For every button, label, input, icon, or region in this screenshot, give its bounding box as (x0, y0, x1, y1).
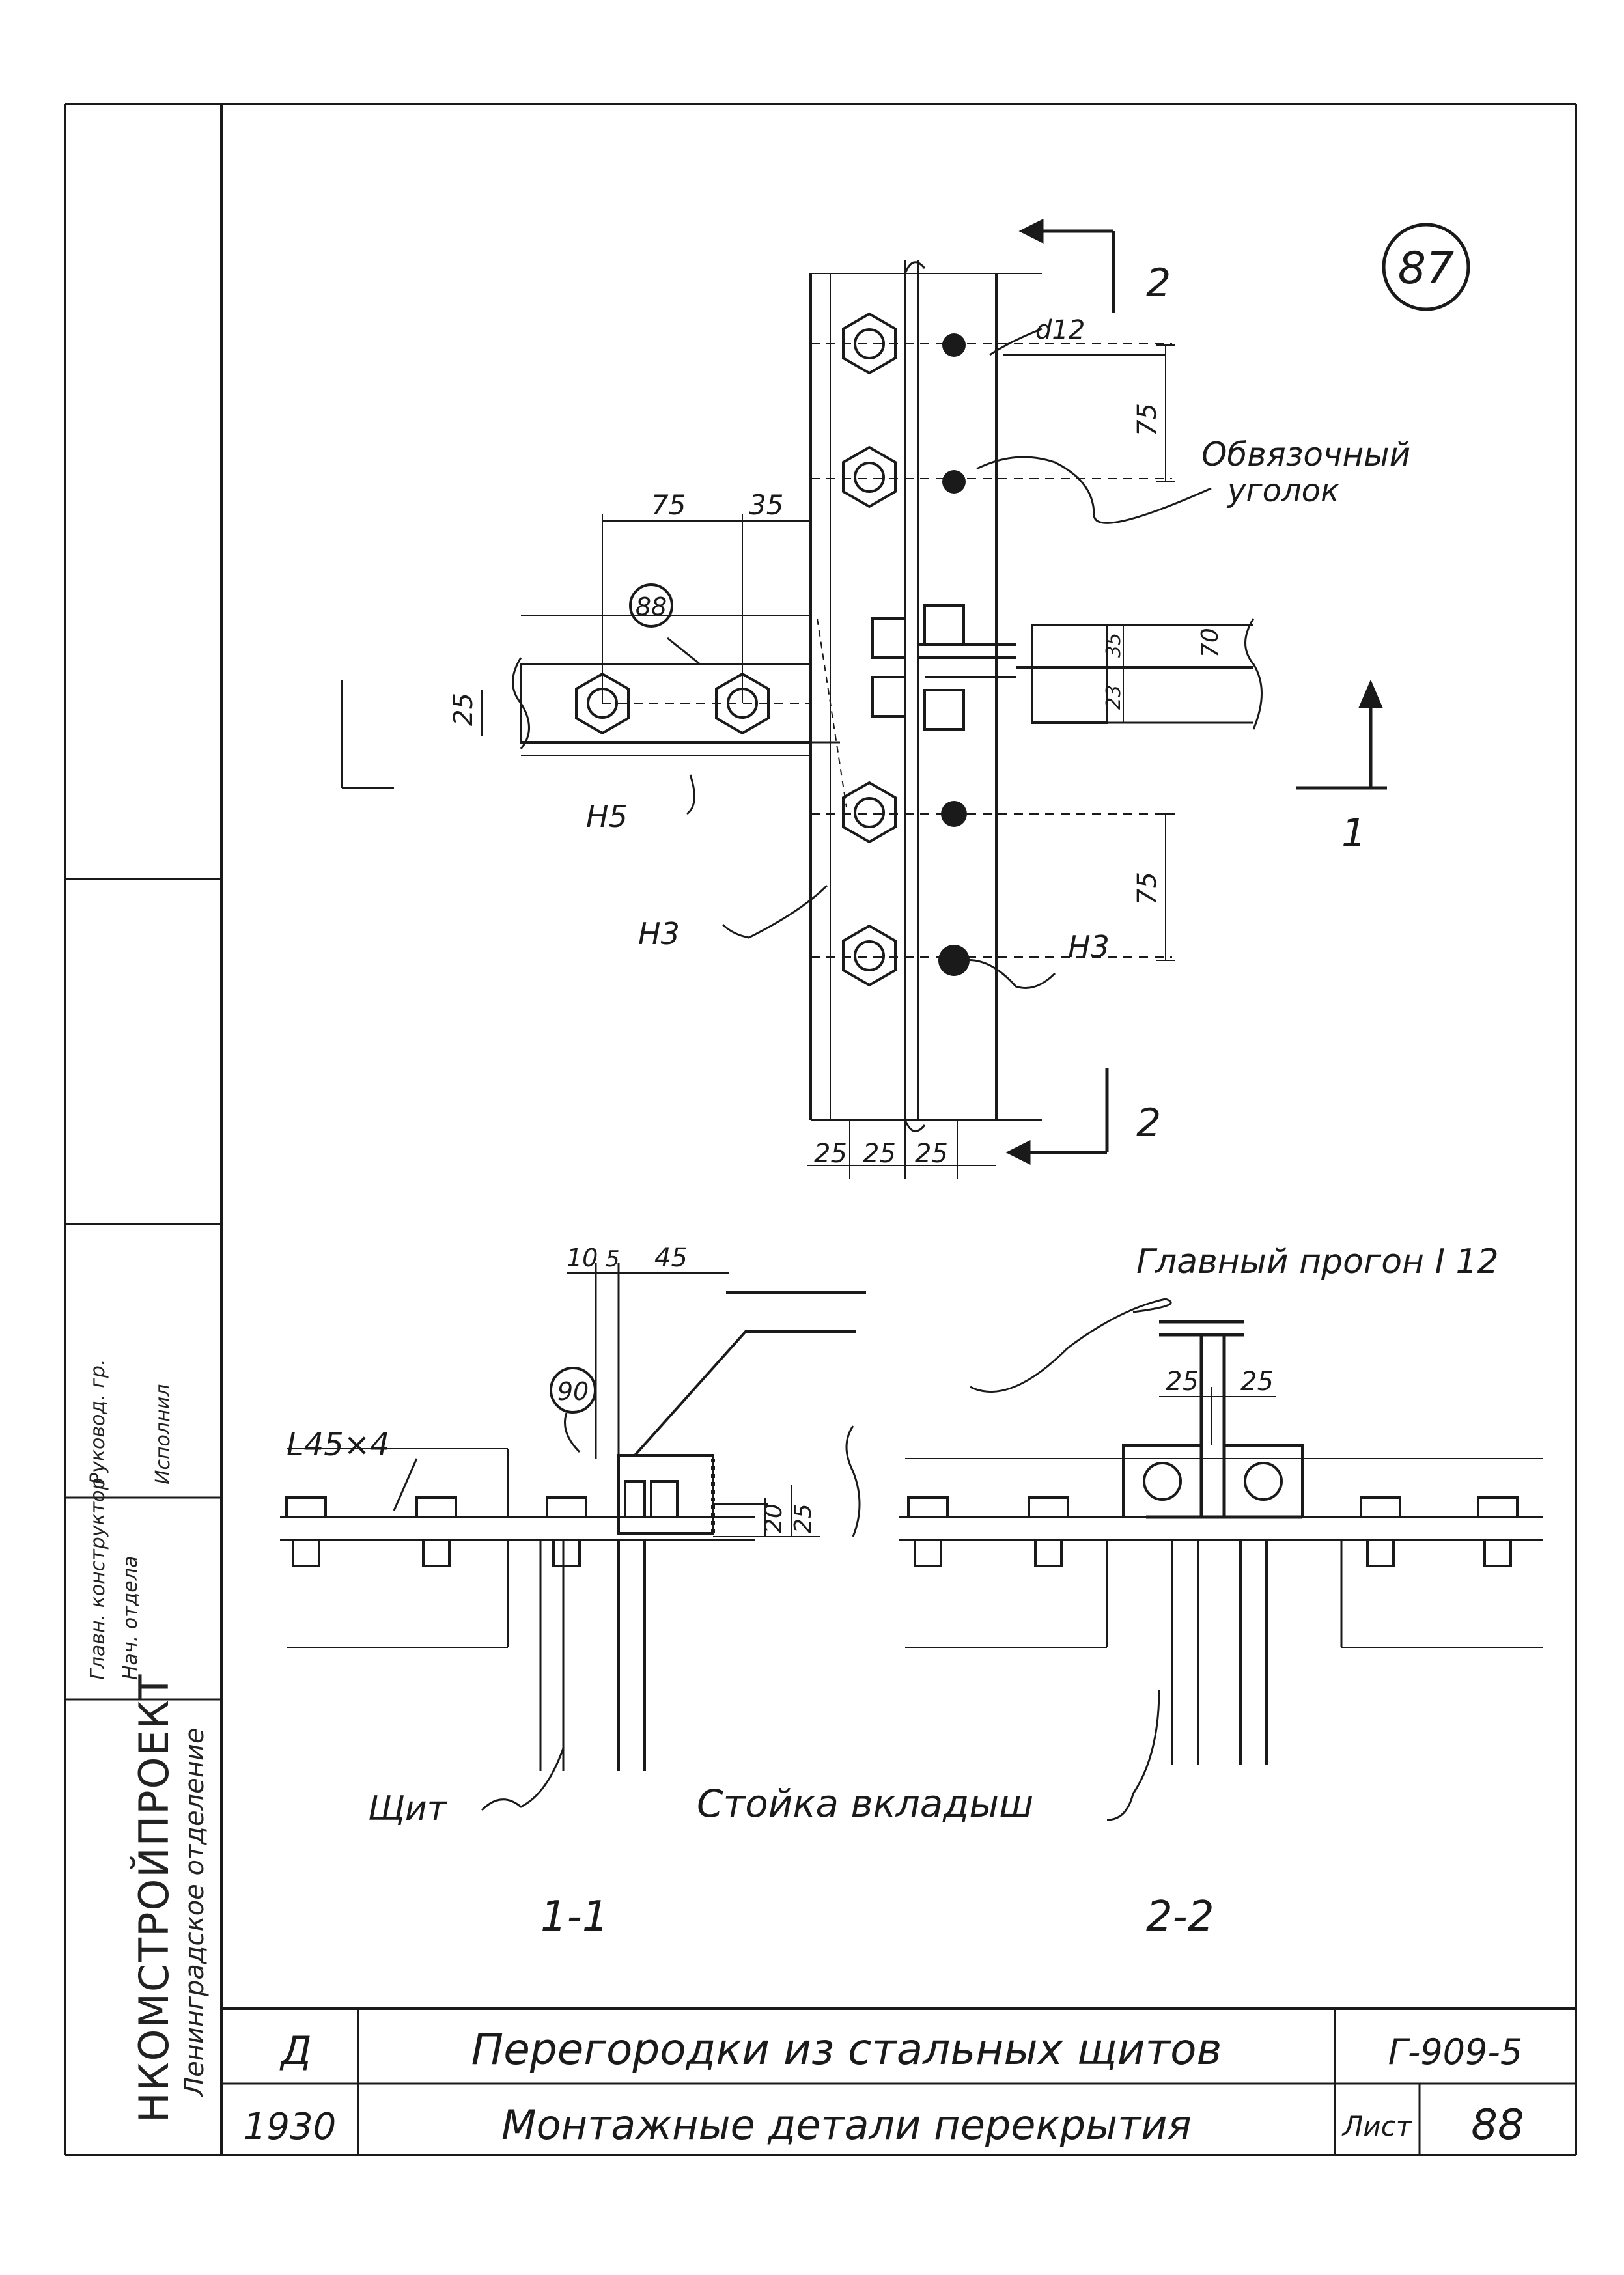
label-ugolok: уголок (1226, 473, 1339, 509)
rivet-column (938, 333, 970, 976)
section-2-top-label: 2 (1146, 260, 1171, 306)
dim-75-left: 75 (651, 489, 686, 521)
title-line2: Монтажные детали перекрытия (501, 2101, 1192, 2149)
caption-2-2: 2-2 (1146, 1893, 1214, 1941)
stamp-line1: Главн. конструктор (87, 1478, 109, 1681)
label-stoyka: Стойка вкладыш (697, 1781, 1033, 1826)
title-sheet-label: Лист (1341, 2110, 1413, 2142)
dim-23: 23 (1102, 685, 1125, 710)
plan-labels: 87 2 2 1 d12 75 75 75 35 70 35 23 25 25 … (449, 223, 1470, 1169)
dim-75-top: 75 (1132, 403, 1162, 436)
callout-88: 88 (636, 593, 667, 621)
label-glavny-progon: Главный прогон I 12 (1136, 1242, 1499, 1281)
dim-75-bottom: 75 (1132, 872, 1162, 905)
stamp-org: НКОМСТРОЙПРОЕКТ (130, 1673, 178, 2123)
dim-d12: d12 (1035, 315, 1085, 345)
title-stage: Д (279, 2028, 312, 2074)
label-h5: Н5 (586, 799, 628, 834)
label-h3-right: Н3 (1068, 929, 1110, 964)
approval-stamp: НКОМСТРОЙПРОЕКТ Ленинградское отделение … (65, 878, 221, 2123)
title-doc-code: Г-909-5 (1388, 2031, 1522, 2073)
dim-25-sec: 25 (790, 1503, 817, 1533)
dim-25-a: 25 (814, 1139, 847, 1169)
callout-90: 90 (557, 1377, 589, 1406)
junction-bolts (871, 604, 1016, 731)
stamp-line3: Руковод. гр. (87, 1359, 109, 1485)
callout-88-circle (629, 583, 673, 628)
section-2-bolts (907, 1496, 1519, 1567)
dim-5: 5 (606, 1246, 620, 1272)
stamp-org-sub: Ленинградское отделение (180, 1728, 210, 2098)
dim-35-small: 35 (1102, 633, 1125, 658)
dim-10: 10 (567, 1244, 598, 1272)
sheet-mark: 87 (1398, 243, 1455, 294)
sheet-mark-circle (1382, 223, 1470, 311)
label-obvyazochny: Обвязочный (1201, 436, 1410, 473)
callout-90-circle (550, 1367, 596, 1414)
stamp-line4: Исполнил (152, 1384, 175, 1485)
label-h3-left: Н3 (638, 916, 680, 951)
dim-25-c: 25 (915, 1139, 948, 1169)
title-year: 1930 (244, 2106, 337, 2148)
caption-1-1: 1-1 (540, 1893, 609, 1941)
bolt-group-left (842, 312, 897, 987)
section-2-2-labels: 25 25 Главный прогон I 12 Стойка вкладыш… (697, 1242, 1499, 1941)
section-1-label: 1 (1341, 811, 1366, 856)
dim-25-left: 25 (449, 693, 479, 726)
dim-25-s2a: 25 (1166, 1367, 1199, 1397)
dim-20: 20 (761, 1503, 787, 1533)
section-1-bolts (285, 1480, 679, 1567)
sheet-frame (64, 103, 1577, 2156)
dim-35: 35 (749, 489, 783, 521)
dim-45: 45 (654, 1243, 688, 1273)
section-1-1-labels: 10 5 45 20 25 90 L45×4 Щит 1-1 (287, 1243, 817, 1941)
title-line1: Перегородки из стальных щитов (471, 2024, 1222, 2074)
dim-70: 70 (1197, 628, 1224, 658)
stamp-line2: Нач. отдела (119, 1556, 142, 1680)
plan-view (341, 218, 1387, 1179)
dim-25-s2b: 25 (1240, 1367, 1274, 1397)
label-shchit: Щит (368, 1789, 448, 1828)
title-sheet-number: 88 (1471, 2101, 1524, 2149)
section-1-1-view (280, 1263, 866, 1811)
dim-25-b: 25 (863, 1139, 896, 1169)
section-2-bottom-label: 2 (1136, 1100, 1161, 1146)
title-block: Д 1930 Перегородки из стальных щитов Мон… (221, 2007, 1576, 2155)
section-2-2-view (845, 1298, 1543, 1821)
label-angle: L45×4 (287, 1427, 390, 1463)
